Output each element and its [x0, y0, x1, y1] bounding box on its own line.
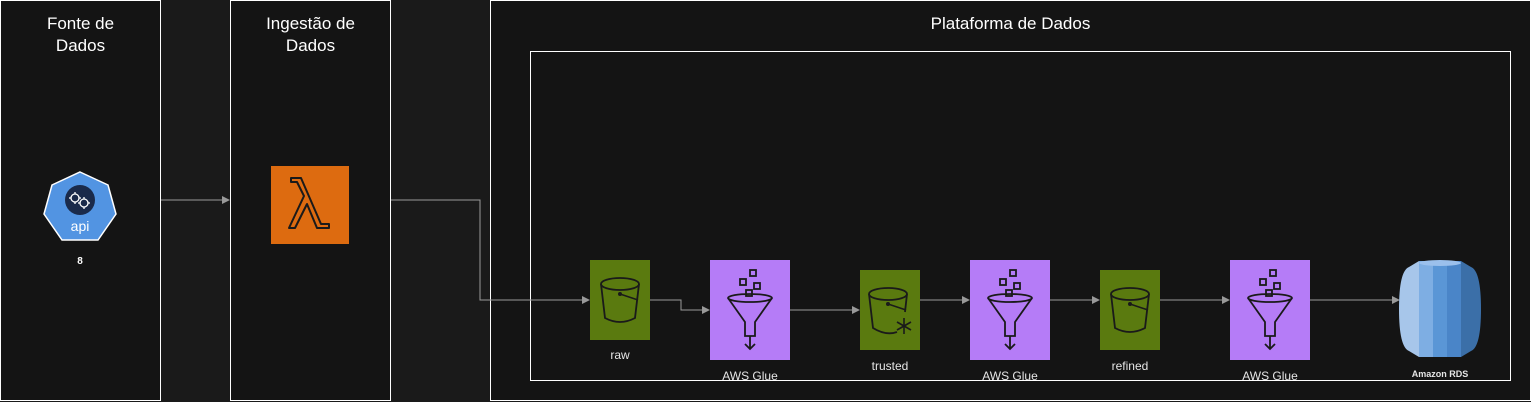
- lambda-node[interactable]: [271, 166, 349, 244]
- lane-title-fonte: Fonte de Dados: [46, 14, 115, 55]
- rds-node[interactable]: [1399, 259, 1481, 359]
- edge-lambda-raw: [391, 199, 590, 304]
- s3-refined-node[interactable]: [1100, 270, 1160, 350]
- glue-1-caption: AWS Glue: [722, 369, 778, 383]
- glue-funnel-icon: [1230, 260, 1310, 360]
- s3-trusted-caption: trusted: [871, 359, 909, 373]
- s3-bucket-icon: [1100, 270, 1160, 350]
- api-node[interactable]: api: [40, 170, 120, 246]
- s3-glacier-bucket-icon: [860, 270, 920, 350]
- edge-raw-glue1: [650, 299, 710, 314]
- s3-raw-node[interactable]: [590, 260, 650, 340]
- api-caption: 8: [77, 256, 83, 267]
- lane-title-ingestao: Ingestão de Dados: [266, 14, 355, 55]
- glue-3-caption: AWS Glue: [1242, 369, 1298, 383]
- s3-trusted-node[interactable]: [860, 270, 920, 350]
- glue-funnel-icon: [970, 260, 1050, 360]
- lane-title-plataforma: Plataforma de Dados: [930, 14, 1091, 33]
- platform-inner-container: [530, 51, 1511, 381]
- glue-funnel-icon: [710, 260, 790, 360]
- glue-node-1[interactable]: [710, 260, 790, 360]
- s3-refined-caption: refined: [1111, 359, 1149, 373]
- rds-caption: Amazon RDS: [1411, 369, 1469, 379]
- kubernetes-api-icon: [43, 171, 117, 241]
- api-icon-text: api: [70, 218, 90, 234]
- lane-ingestao-de-dados: Ingestão de Dados: [230, 0, 391, 401]
- s3-bucket-icon: [590, 260, 650, 340]
- s3-raw-caption: raw: [610, 348, 630, 362]
- lambda-icon: [271, 166, 349, 244]
- glue-node-3[interactable]: [1230, 260, 1310, 360]
- glue-node-2[interactable]: [970, 260, 1050, 360]
- glue-2-caption: AWS Glue: [982, 369, 1038, 383]
- amazon-rds-icon: [1399, 260, 1481, 357]
